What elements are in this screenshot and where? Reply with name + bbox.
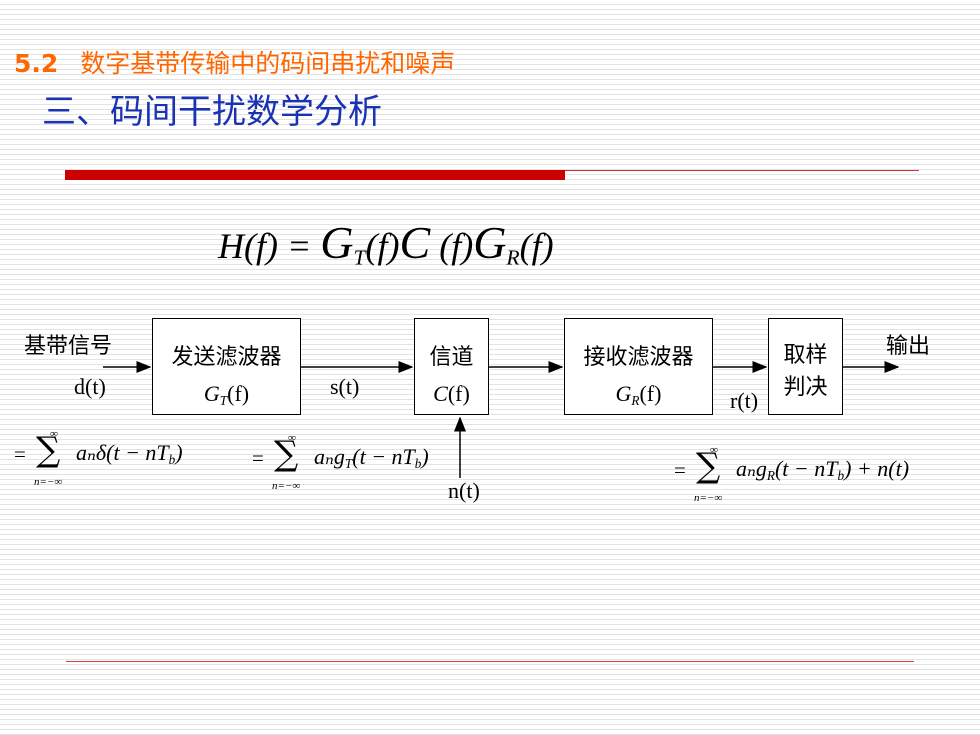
section-title: 5.2 数字基带传输中的码间串扰和噪声 [14,44,455,80]
formula-c-arg: (f) [430,226,474,266]
rx-filter-symbol: GR(f) [615,381,662,408]
transfer-function-formula: H(f) = GT(f)C (f)GR(f) [218,216,554,270]
formula-gt-sub: T [353,245,366,270]
title-underline-thin [565,170,919,171]
tx-filter-symbol: GT(f) [203,381,250,408]
rx-filter-box: 接收滤波器 GR(f) [564,318,713,415]
formula-gr: G [473,217,507,268]
channel-box: 信道 C(f) [414,318,489,415]
title-underline-bar [65,170,565,180]
channel-label: 信道 [429,345,474,370]
formula-lhs: H(f) = [218,226,312,266]
sampler-line2: 判决 [783,375,828,400]
tx-filter-box: 发送滤波器 GT(f) [152,318,301,415]
section-title-text: 数字基带传输中的码间串扰和噪声 [80,49,456,78]
formula-gt-arg: (f) [365,226,400,266]
slide-subtitle: 三、码间干扰数学分析 [42,92,382,132]
rx-filter-label: 接收滤波器 [583,345,694,370]
sampler-line1: 取样 [783,343,828,368]
sampler-box: 取样 判决 [768,318,843,415]
tx-filter-label: 发送滤波器 [171,345,282,370]
formula-gr-sub: R [506,245,520,270]
footer-divider [66,661,914,662]
output-label: 输出 [886,334,931,359]
channel-symbol: C(f) [433,381,470,406]
formula-gr-arg: (f) [519,226,554,266]
r-signal-label: r(t) [730,388,759,413]
s-signal-label: s(t) [330,374,360,399]
formula-gt: G [320,217,354,268]
input-signal-label: d(t) [74,374,106,399]
section-number: 5.2 [14,49,59,78]
input-label: 基带信号 [24,334,113,359]
noise-signal-label: n(t) [448,478,480,503]
formula-c: C [399,217,431,268]
